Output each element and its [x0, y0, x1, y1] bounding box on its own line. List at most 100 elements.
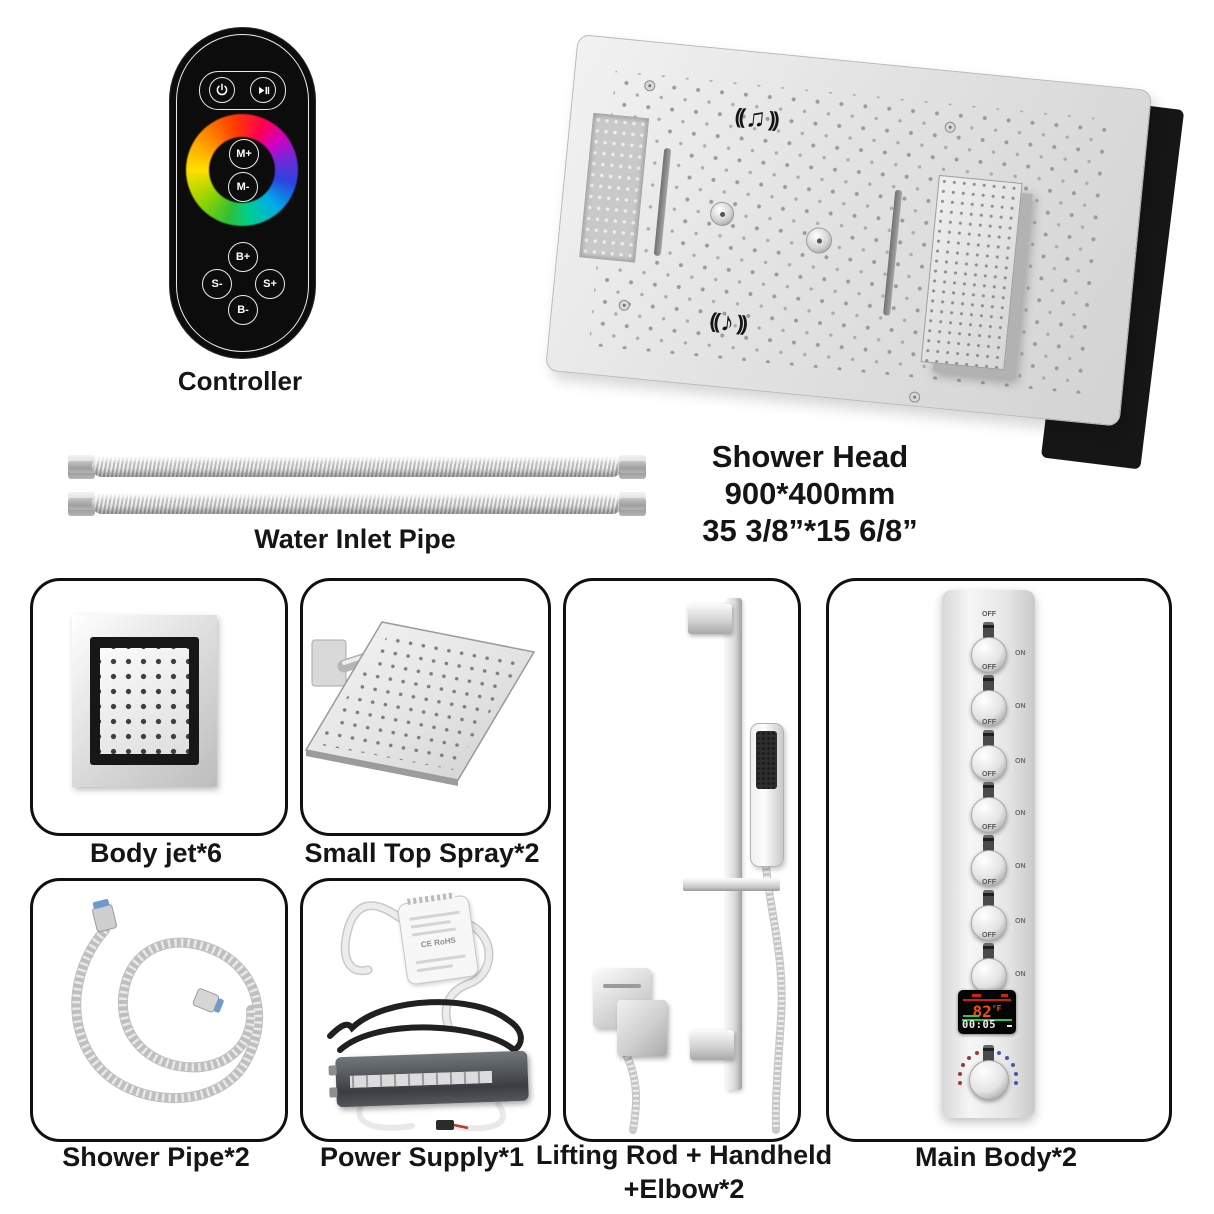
- valve-off-label: OFF: [982, 879, 996, 886]
- body-jet-label: Body jet*6: [89, 838, 223, 868]
- small-top-spray-label: Small Top Spray*2: [304, 838, 540, 868]
- m-plus-button: M+: [229, 139, 259, 169]
- remote-controller: M+ M- B+ S- S+ B-: [170, 28, 315, 358]
- pipe-nut: [619, 492, 646, 516]
- valve-handle: [983, 835, 994, 852]
- label-line: [416, 964, 453, 972]
- valve-dial: [971, 690, 1007, 726]
- valve-on-label: ON: [1015, 918, 1026, 925]
- lifting-rod-label-line2: +Elbow*2: [623, 1174, 745, 1204]
- rail-bottom-mount: [690, 1030, 734, 1060]
- nozzle-dot-field: [588, 70, 1109, 394]
- controller-label: Controller: [177, 366, 303, 396]
- valve-on-label: ON: [1015, 703, 1026, 710]
- elbow-outlet-block: [617, 1000, 667, 1056]
- screw: [908, 391, 921, 404]
- water-inlet-pipe: [68, 455, 646, 479]
- valve-off-label: OFF: [982, 932, 996, 939]
- thermostatic-main-body: OFF ON OFF ON OFF ON OFF ON OFF ON: [942, 590, 1035, 1118]
- play-pause-icon: [258, 86, 269, 94]
- valve-off-label: OFF: [982, 664, 996, 671]
- rgb-color-ring: [186, 114, 298, 226]
- valve-on-label: ON: [1015, 971, 1026, 978]
- valve-off-label: OFF: [982, 719, 996, 726]
- handheld-spray-face: [756, 731, 777, 789]
- lifting-rod-label-line1: Lifting Rod + Handheld: [535, 1140, 833, 1170]
- shower-head-size-in: 35 3/8”*15 6/8”: [702, 513, 918, 548]
- shower-head-title: Shower Head 900*400mm 35 3/8”*15 6/8”: [655, 438, 965, 549]
- s-minus-button: S-: [202, 269, 232, 299]
- display-cursor: [1007, 1025, 1012, 1027]
- valve-off-label: OFF: [982, 824, 996, 831]
- speaker-icon-bottom: ((♪)): [708, 306, 747, 338]
- s-plus-button: S+: [255, 269, 285, 299]
- valve-dial: [971, 905, 1007, 941]
- label-line: [409, 910, 460, 921]
- led-driver-brick: [328, 1050, 529, 1108]
- braided-hose: [92, 494, 622, 514]
- thermostat-knob: [969, 1060, 1009, 1100]
- main-body-label: Main Body*2: [914, 1142, 1078, 1172]
- play-pause-button: [250, 77, 276, 103]
- display-green-mark: [963, 1015, 979, 1017]
- mount-tab: [329, 1087, 338, 1098]
- driver-label: [345, 1067, 497, 1091]
- valve-dial: [971, 850, 1007, 886]
- remote-top-button-group: [199, 71, 286, 110]
- thermostat-handle: [983, 1045, 994, 1063]
- slide-rail: [726, 598, 742, 1090]
- small-top-spray-box: [300, 578, 551, 836]
- shower-head-panel: ((♫)) ((♪)): [545, 34, 1153, 427]
- valve-off-label: OFF: [982, 611, 996, 618]
- display-red-mark: [972, 994, 981, 997]
- shower-pipe-label: Shower Pipe*2: [62, 1142, 250, 1172]
- display-red-mark: [1001, 994, 1008, 997]
- temperature-readout: 82°F: [958, 1001, 1016, 1020]
- m-minus-button: M-: [228, 172, 258, 202]
- valve-handle: [983, 943, 994, 960]
- power-supply-label: Power Supply*1: [319, 1142, 525, 1172]
- valve-handle: [983, 675, 994, 692]
- body-jet-face: [100, 648, 189, 754]
- valve-on-label: ON: [1015, 650, 1026, 657]
- valve-handle: [983, 730, 994, 747]
- valve-dial: [971, 745, 1007, 781]
- valve-off-label: OFF: [982, 771, 996, 778]
- valve-handle: [983, 782, 994, 799]
- pipe-nut: [68, 492, 95, 516]
- led-controller-box: CE RoHS: [396, 892, 480, 986]
- valve-handle: [983, 622, 994, 639]
- valve-handle: [983, 890, 994, 907]
- pipe-nut: [619, 455, 646, 479]
- mount-tab: [328, 1065, 337, 1076]
- braided-hose: [92, 457, 622, 477]
- speaker-icon-top: ((♫)): [733, 101, 778, 134]
- valve-on-label: ON: [1015, 810, 1026, 817]
- temp-unit: °F: [991, 1004, 1002, 1013]
- slider-crossbar: [683, 878, 780, 891]
- b-plus-button: B+: [228, 242, 258, 272]
- timer-readout: 00:05: [962, 1019, 997, 1031]
- valve-dial: [971, 797, 1007, 833]
- valve-dial: [971, 958, 1007, 994]
- display-red-line: [963, 999, 1011, 1001]
- power-icon: [216, 83, 228, 96]
- rail-top-mount: [688, 604, 732, 634]
- label-line: [411, 927, 456, 937]
- valve-dial: [971, 637, 1007, 673]
- valve-on-label: ON: [1015, 863, 1026, 870]
- display-green-line: [962, 1019, 1012, 1021]
- b-minus-button: B-: [228, 295, 258, 325]
- water-inlet-pipe: [68, 492, 646, 516]
- ce-rohs-mark: CE RoHS: [420, 935, 457, 950]
- pipe-nut: [68, 455, 95, 479]
- led-temperature-display: 82°F 00:05: [958, 990, 1016, 1034]
- shower-head-size-mm: 900*400mm: [724, 476, 896, 511]
- power-button: [209, 77, 235, 103]
- cold-indicator-dots: [986, 1077, 990, 1081]
- label-line: [410, 920, 451, 929]
- water-inlet-pipe-label: Water Inlet Pipe: [254, 524, 456, 554]
- shower-pipe-box: [30, 878, 288, 1142]
- valve-on-label: ON: [1015, 758, 1026, 765]
